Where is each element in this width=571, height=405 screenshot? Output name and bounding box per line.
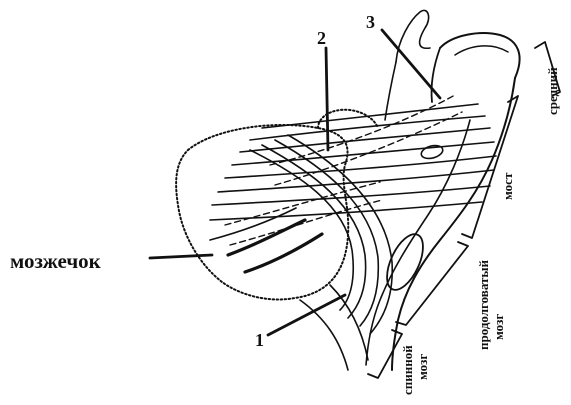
midbrain-inner: [455, 46, 508, 55]
folium-stroke: [210, 208, 296, 240]
pons-label: мост: [500, 172, 515, 200]
midbrain-label: средний: [545, 67, 560, 115]
pons-small-oval: [420, 143, 444, 160]
fibre-line: [250, 116, 485, 140]
inferior-fibre: [250, 150, 353, 310]
spinal-label-line1: спинной: [400, 345, 415, 395]
leader-cerebellum: [150, 255, 212, 258]
medulla-label-line2: мозг: [491, 314, 506, 340]
upper-squiggle-2: [385, 62, 396, 120]
leader-1: [268, 295, 345, 335]
spinal-label-line2: мозг: [415, 354, 430, 380]
label-2: 2: [317, 28, 326, 48]
fibre-line: [240, 128, 490, 152]
cerebellum-label: мозжечок: [10, 249, 102, 273]
fibre-line: [212, 186, 490, 205]
label-1: 1: [255, 330, 264, 350]
midbrain-outline: [440, 33, 520, 78]
bracket-spinal: [368, 330, 402, 378]
dashed-fibre: [230, 200, 382, 245]
inferior-fibre: [288, 135, 392, 334]
brainstem-inner-edge: [366, 120, 470, 365]
label-3: 3: [366, 12, 375, 32]
leader-2: [326, 48, 328, 150]
medulla-label-line1: продолговатый: [476, 259, 491, 350]
cerebellum-outline: [176, 125, 348, 300]
fibre-line: [262, 104, 478, 128]
folium-stroke: [245, 234, 322, 272]
lower-tract: [300, 300, 348, 370]
